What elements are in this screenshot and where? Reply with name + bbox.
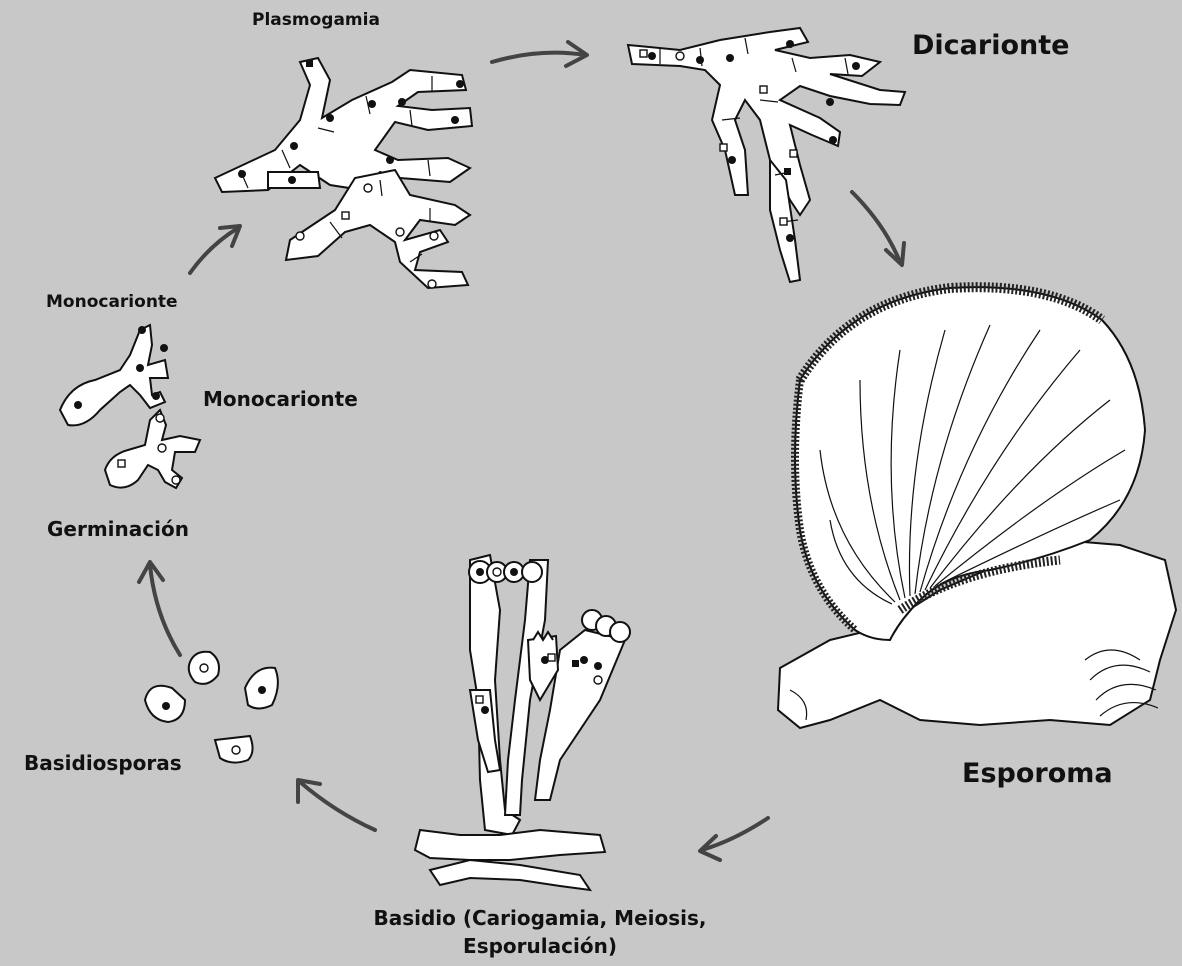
monocarionte-upper-illustration (60, 325, 168, 425)
label-esporoma: Esporoma (962, 758, 1113, 789)
label-plasmogamia: Plasmogamia (252, 10, 380, 30)
basidiosporas-illustration (145, 652, 278, 763)
arrow-basidio-to-basidiosporas (298, 780, 375, 830)
label-basidio-line1: Basidio (Cariogamia, Meiosis, (330, 906, 750, 930)
arrow-monocarionte-to-plasmogamia (190, 226, 240, 273)
esporoma-mushroom-illustration (778, 287, 1176, 728)
label-basidio-line2: Esporulación) (330, 934, 750, 958)
arrow-basidiosporas-to-germinacion (139, 562, 180, 655)
label-dicarionte: Dicarionte (912, 30, 1069, 61)
arrow-esporoma-to-basidio (700, 818, 768, 860)
label-germinacion: Germinación (47, 517, 189, 541)
plasmogamia-hyphae-illustration (215, 58, 472, 288)
label-monocarionte-top: Monocarionte (46, 292, 178, 312)
label-monocarionte-mid: Monocarionte (203, 387, 358, 411)
label-basidiosporas: Basidiosporas (24, 751, 182, 775)
arrow-dicarionte-to-esporoma (852, 192, 904, 265)
monocarionte-lower-illustration (105, 410, 200, 488)
arrow-plasmogamia-to-dicarionte (492, 42, 587, 66)
dicarionte-hyphae-illustration (628, 28, 905, 282)
basidio-illustration (415, 555, 630, 890)
